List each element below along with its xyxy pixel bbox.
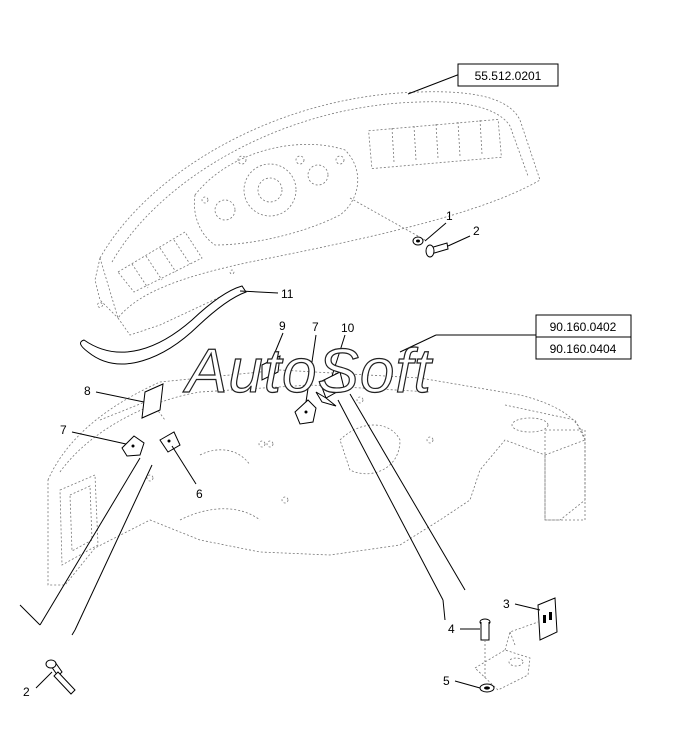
- ref-box-mid-1[interactable]: 90.160.0402: [535, 314, 632, 338]
- ref-label-mid-1: 90.160.0402: [550, 320, 617, 334]
- callout-2-bottom: 2: [23, 685, 30, 699]
- callout-9: 9: [279, 319, 286, 333]
- clip-parts: [121, 355, 345, 457]
- fastener-bottom-left: [45, 659, 76, 695]
- callout-leaders: [35, 73, 541, 689]
- trim-strip-part: [80, 285, 247, 365]
- watermark: AutoSoft: [182, 337, 434, 406]
- ref-box-top[interactable]: 55.512.0201: [457, 63, 559, 87]
- bracket-assembly: [474, 597, 558, 693]
- callout-10: 10: [341, 321, 355, 335]
- clip-part-9: [261, 355, 281, 381]
- detail-leaders: [19, 393, 466, 636]
- instrument-panel: [94, 91, 541, 336]
- callout-1: 1: [446, 209, 453, 223]
- callout-7-mid: 7: [312, 320, 319, 334]
- callout-11: 11: [281, 287, 294, 301]
- callout-3: 3: [503, 597, 510, 611]
- callout-labels: 1 2 11 9 7 10 8 7 6 3 4 5 2: [23, 209, 510, 699]
- pad-part-8: [141, 383, 164, 419]
- callout-4: 4: [448, 622, 455, 636]
- callout-2-top: 2: [473, 224, 480, 238]
- callout-7-left: 7: [60, 423, 67, 437]
- fastener-top: [412, 236, 449, 258]
- callout-8: 8: [84, 384, 91, 398]
- ref-label-mid-2: 90.160.0404: [550, 342, 617, 356]
- bracket-part-10: [319, 371, 345, 399]
- ref-label-top: 55.512.0201: [475, 69, 542, 83]
- bracket-part-3: [537, 597, 558, 641]
- cab-structure: [47, 369, 586, 586]
- ref-box-mid-2[interactable]: 90.160.0404: [535, 336, 632, 360]
- callout-5: 5: [443, 674, 450, 688]
- callout-6: 6: [196, 487, 203, 501]
